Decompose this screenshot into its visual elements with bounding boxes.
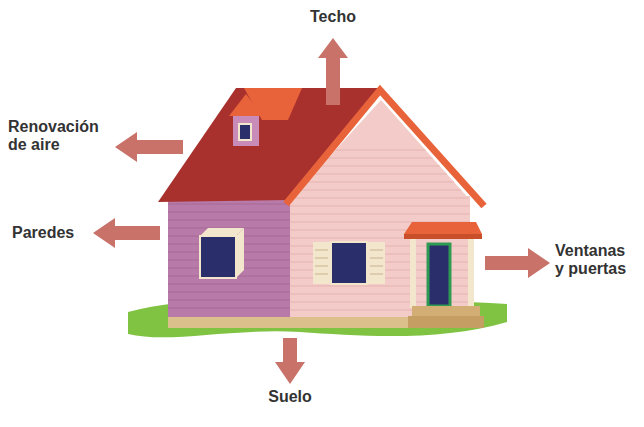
siding-line <box>292 198 468 199</box>
siding-line <box>168 220 290 221</box>
label-slot: Ventanas y puertas <box>555 242 637 279</box>
porch-post <box>410 238 416 308</box>
porch-roof <box>404 222 482 234</box>
siding-line <box>168 308 290 309</box>
arrow-left <box>115 132 183 162</box>
right-window <box>331 242 367 284</box>
shutter-slats <box>370 258 383 259</box>
door <box>428 244 450 306</box>
shutter-slats <box>370 250 383 251</box>
shutter-slats <box>315 250 328 251</box>
arrow-right <box>485 248 550 278</box>
siding-line <box>321 166 440 167</box>
gable-trim <box>286 90 484 206</box>
steps <box>412 306 480 316</box>
left-wall <box>168 196 290 317</box>
shutter-slats <box>315 266 328 267</box>
steps <box>408 316 484 328</box>
shutter-slats <box>315 274 328 275</box>
arrow-up <box>318 38 348 105</box>
label-slot: Paredes <box>12 224 92 242</box>
siding-line <box>299 190 461 191</box>
siding-line <box>336 150 426 151</box>
label-slot: Renovación de aire <box>8 118 112 155</box>
siding-line <box>290 206 470 207</box>
left-window <box>200 236 236 278</box>
dormer-window <box>239 124 251 140</box>
right-wall <box>290 196 470 317</box>
shutter-slats <box>370 266 383 267</box>
roof <box>158 88 380 202</box>
dormer-roof <box>229 94 263 116</box>
dormer <box>233 112 259 146</box>
label-slot: Suelo <box>260 388 320 406</box>
shutter <box>313 242 330 284</box>
arrow-down <box>275 338 305 384</box>
left-window-side <box>236 228 244 278</box>
siding-line <box>328 158 432 159</box>
siding-line <box>290 214 470 215</box>
siding-line <box>306 182 454 183</box>
porch-post <box>468 238 474 308</box>
part-label: Paredes <box>12 224 92 242</box>
shutter-slats <box>315 258 328 259</box>
label-slot: Techo <box>303 8 363 26</box>
part-label: Suelo <box>260 388 320 406</box>
left-window-top <box>200 228 244 236</box>
siding-line <box>168 204 290 205</box>
siding-line <box>168 292 290 293</box>
shutter <box>368 242 385 284</box>
siding-line <box>168 300 290 301</box>
part-label: Renovación de aire <box>8 118 112 155</box>
part-label: Techo <box>303 8 363 26</box>
siding-line <box>168 284 290 285</box>
porch-roof-edge <box>404 234 482 239</box>
siding-line <box>314 174 447 175</box>
arrow-left <box>93 218 160 248</box>
heat-loss-arrows <box>93 38 550 384</box>
siding-line <box>168 212 290 213</box>
part-label: Ventanas y puertas <box>555 242 637 279</box>
shutter-slats <box>370 274 383 275</box>
